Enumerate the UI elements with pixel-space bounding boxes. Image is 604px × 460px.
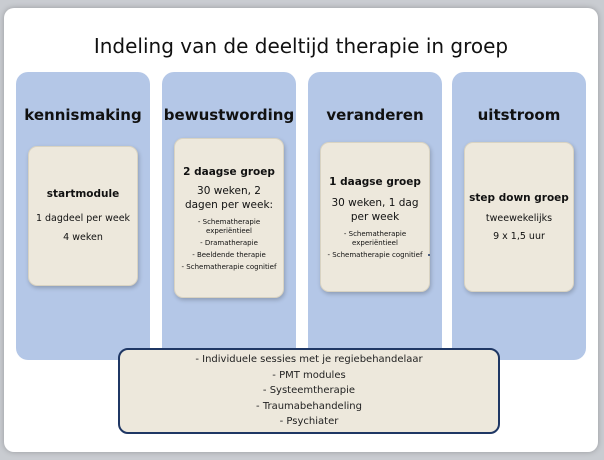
phase-card: 1 daagse groep 30 weken, 1 dag per week … — [320, 142, 430, 292]
card-line: 9 x 1,5 uur — [493, 230, 545, 242]
shared-treatment-item: - PMT modules — [272, 369, 346, 381]
phase-veranderen: veranderen 1 daagse groep 30 weken, 1 da… — [308, 72, 442, 360]
shared-treatments-box: - Individuele sessies met je regiebehand… — [118, 348, 500, 434]
phase-card: step down groep tweewekelijks 9 x 1,5 uu… — [464, 142, 574, 292]
shared-treatment-item: - Psychiater — [279, 416, 339, 428]
shared-treatment-item: - Traumabehandeling — [256, 400, 362, 412]
phase-bewustwording: bewustwording 2 daagse groep 30 weken, 2… — [162, 72, 296, 360]
card-line: 4 weken — [63, 232, 103, 243]
card-line: 1 dagdeel per week — [35, 213, 131, 224]
card-item: - Schematherapie experiëntieel — [197, 217, 261, 235]
phase-kennismaking: kennismaking startmodule 1 dagdeel per w… — [16, 72, 150, 360]
diagram-title: Indeling van de deeltijd therapie in gro… — [93, 34, 509, 58]
phase-card: startmodule 1 dagdeel per week 4 weken — [28, 146, 138, 286]
card-item-list: - Schematherapie experiëntieel - Dramath… — [179, 215, 279, 272]
card-line: 30 weken, 2 dagen per week: — [184, 184, 274, 211]
phase-title: veranderen — [326, 106, 424, 124]
shared-treatment-item: - Systeemtherapie — [262, 385, 356, 397]
card-line: 30 weken, 1 dag per week — [331, 196, 419, 223]
phase-title: kennismaking — [24, 106, 142, 124]
card-item: - Dramatherapie — [200, 238, 258, 247]
card-item: - Beeldende therapie — [192, 250, 266, 259]
stray-dot — [428, 254, 430, 256]
phase-uitstroom: uitstroom step down groep tweewekelijks … — [452, 72, 586, 360]
phase-title: uitstroom — [477, 106, 561, 124]
card-heading: step down groep — [469, 191, 569, 204]
diagram-frame: Indeling van de deeltijd therapie in gro… — [4, 8, 598, 452]
card-heading: 1 daagse groep — [329, 175, 421, 188]
card-item: - Schematherapie cognitief — [181, 262, 277, 271]
card-heading: startmodule — [46, 188, 120, 200]
card-line: tweewekelijks — [485, 212, 553, 224]
card-item: - Schematherapie cognitief — [327, 250, 423, 259]
card-item: - Schematherapie experiëntieel — [343, 229, 407, 247]
card-item-list: - Schematherapie experiëntieel - Schemat… — [325, 227, 425, 260]
card-heading: 2 daagse groep — [183, 165, 275, 178]
phase-title: bewustwording — [163, 106, 295, 124]
phase-card: 2 daagse groep 30 weken, 2 dagen per wee… — [174, 138, 284, 298]
shared-treatment-item: - Individuele sessies met je regiebehand… — [195, 354, 423, 366]
